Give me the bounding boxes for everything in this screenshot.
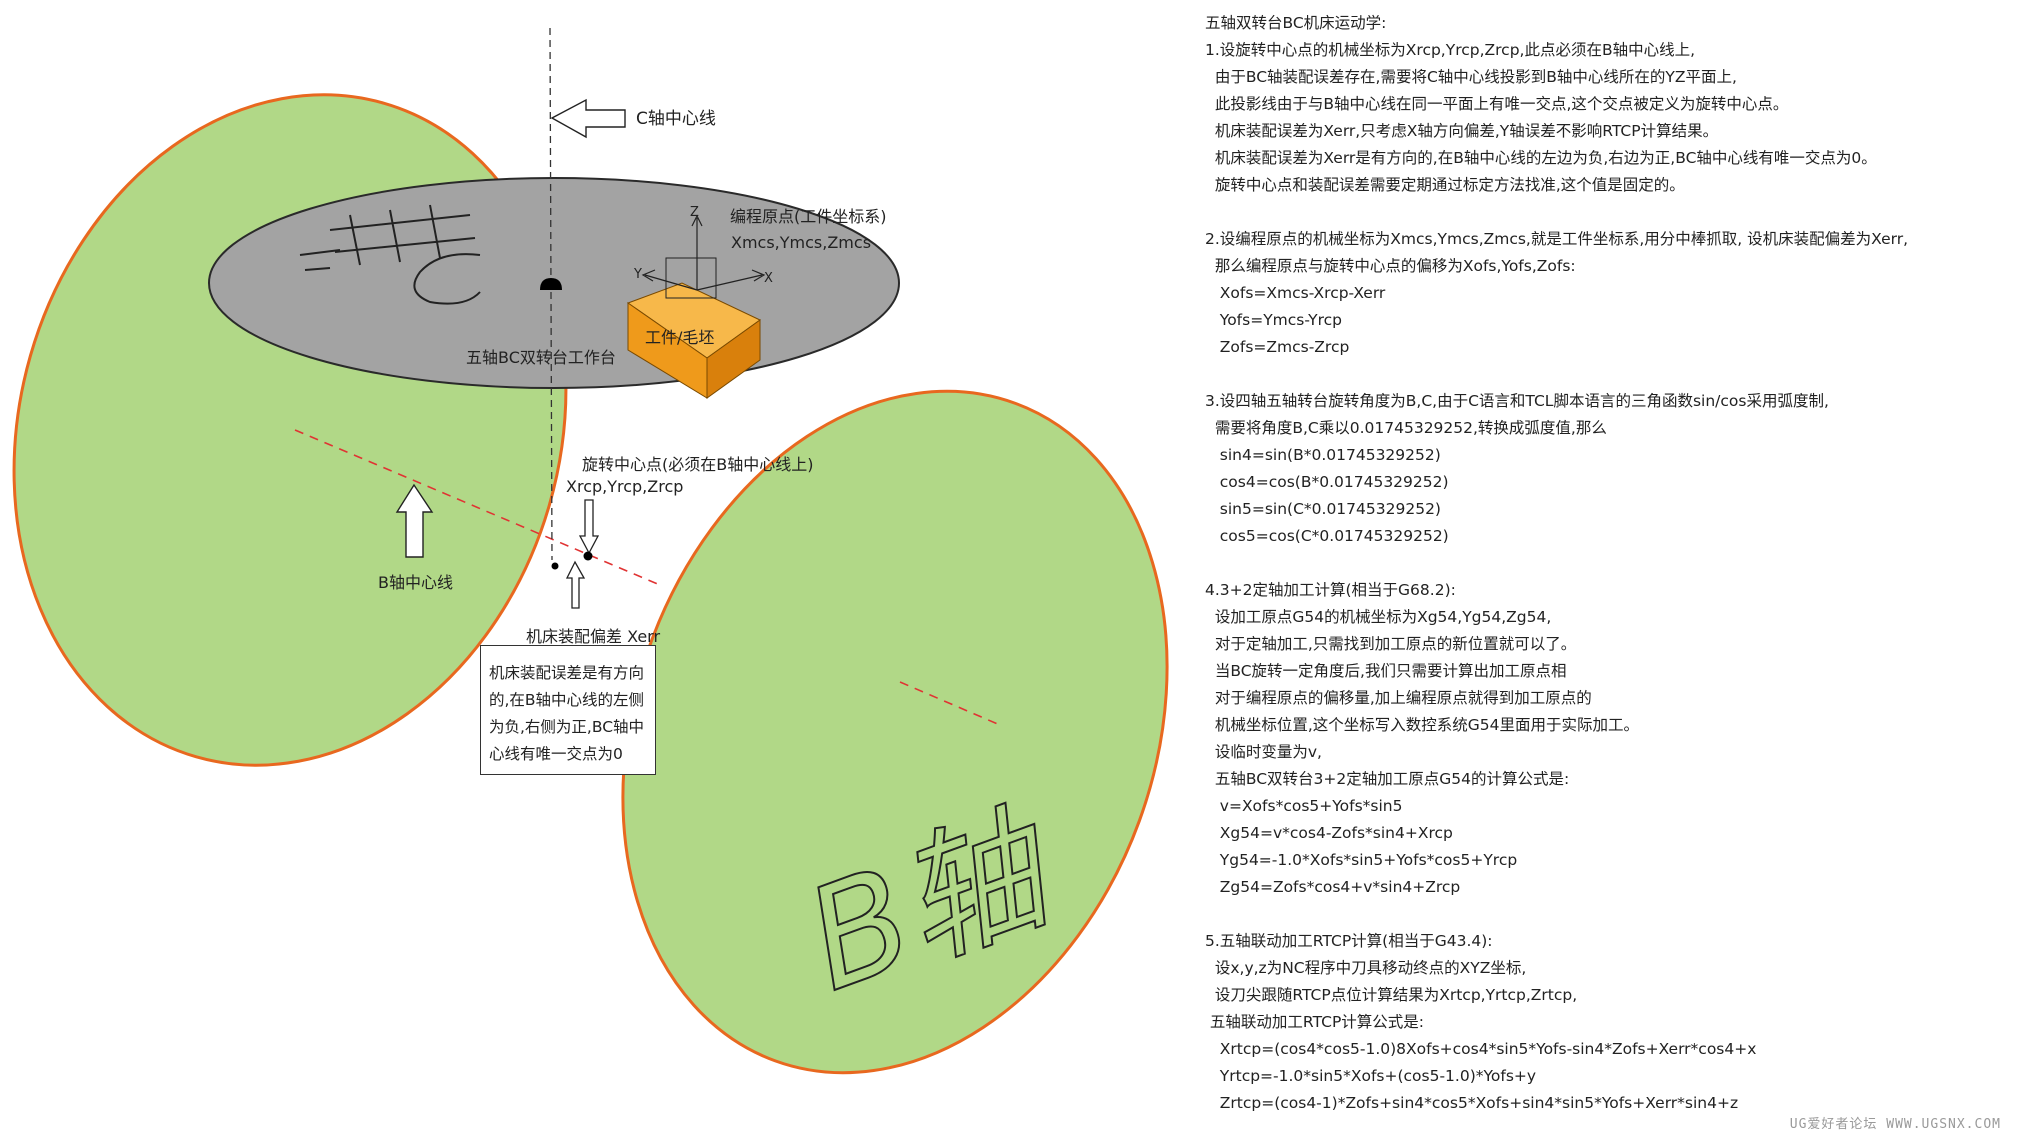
origin-coords-label: Xmcs,Ymcs,Zmcs xyxy=(731,233,871,252)
origin-title-label: 编程原点(工件坐标系) xyxy=(730,207,887,226)
text-line: 4.3+2定轴加工计算(相当于G68.2): xyxy=(1205,581,1456,599)
c-axis-label: C轴中心线 xyxy=(636,109,716,129)
text-line: sin4=sin(B*0.01745329252) xyxy=(1205,446,1441,464)
text-line: 设临时变量为v, xyxy=(1205,743,1322,761)
c-axis-outline-glyph xyxy=(299,204,481,305)
text-line: Xrtcp=(cos4*cos5-1.0)8Xofs+cos4*sin5*Yof… xyxy=(1205,1040,1757,1058)
b-axis-centerline-end xyxy=(899,681,1001,726)
text-line: 设加工原点G54的机械坐标为Xg54,Yg54,Zg54, xyxy=(1205,608,1552,626)
rotation-coords-label: Xrcp,Yrcp,Zrcp xyxy=(566,477,683,496)
text-line xyxy=(1205,901,2005,928)
text-line: 五轴双转台BC机床运动学: xyxy=(1205,14,1387,32)
c-axis-centerline xyxy=(549,27,553,561)
axis-x-label: X xyxy=(764,271,773,286)
text-line: Xg54=v*cos4-Zofs*sin4+Xrcp xyxy=(1205,824,1453,842)
text-line: 机床装配误差为Xerr,只考虑X轴方向偏差,Y轴误差不影响RTCP计算结果。 xyxy=(1205,122,1719,140)
text-line: 机械坐标位置,这个坐标写入数控系统G54里面用于实际加工。 xyxy=(1205,716,1640,734)
text-line: cos5=cos(C*0.01745329252) xyxy=(1205,527,1449,545)
c-axis-pointer-arrow xyxy=(550,98,626,139)
text-line: Zrtcp=(cos4-1)*Zofs+sin4*cos5*Xofs+sin4*… xyxy=(1205,1094,1739,1112)
c-axis-projection-point xyxy=(551,562,559,570)
text-line: 设x,y,z为NC程序中刀具移动终点的XYZ坐标, xyxy=(1205,959,1527,977)
text-line: 五轴联动加工RTCP计算公式是: xyxy=(1205,1013,1425,1031)
text-line: 当BC旋转一定角度后,我们只需要计算出加工原点相 xyxy=(1205,662,1567,680)
text-line: 对于定轴加工,只需找到加工原点的新位置就可以了。 xyxy=(1205,635,1577,653)
text-line: sin5=sin(C*0.01745329252) xyxy=(1205,500,1441,518)
text-line: Yrtcp=-1.0*sin5*Xofs+(cos5-1.0)*Yofs+y xyxy=(1205,1067,1537,1085)
rotation-center-arrow xyxy=(578,499,600,555)
workpiece-block xyxy=(626,282,761,399)
text-line: Zofs=Zmcs-Zrcp xyxy=(1205,338,1350,356)
table-label: 五轴BC双转台工作台 xyxy=(466,348,616,367)
kinematics-diagram: B轴 C轴中心线 编程原点(工件坐标系) Xmcs,Ymcs,Zmcs Z X … xyxy=(12,27,1169,1075)
text-line: 由于BC轴装配误差存在,需要将C轴中心线投影到B轴中心线所在的YZ平面上, xyxy=(1205,68,1737,86)
axis-y-label: Y xyxy=(633,267,642,282)
watermark: UG爱好者论坛 WWW.UGSNX.COM xyxy=(1789,1117,2001,1132)
note-line: 心线有唯一交点为0 xyxy=(489,745,623,763)
text-line: Yg54=-1.0*Xofs*sin5+Yofs*cos5+Yrcp xyxy=(1205,851,1518,869)
origin-axes xyxy=(641,214,766,299)
text-line: 设刀尖跟随RTCP点位计算结果为Xrtcp,Yrtcp,Zrtcp, xyxy=(1205,986,1578,1004)
note-line: 机床装配误差是有方向 xyxy=(489,664,645,682)
kinematics-text-panel: 五轴双转台BC机床运动学: 1.设旋转中心点的机械坐标为Xrcp,Yrcp,Zrc… xyxy=(1205,10,2005,1117)
text-line: Zg54=Zofs*cos4+v*sin4+Zrcp xyxy=(1205,878,1461,896)
text-line: Xofs=Xmcs-Xrcp-Xerr xyxy=(1205,284,1386,302)
text-line: 3.设四轴五轴转台旋转角度为B,C,由于C语言和TCL脚本语言的三角函数sin/… xyxy=(1205,392,1829,410)
text-line xyxy=(1205,199,2005,226)
text-line: 2.设编程原点的机械坐标为Xmcs,Ymcs,Zmcs,就是工件坐标系,用分中棒… xyxy=(1205,230,1909,248)
text-line: 对于编程原点的偏移量,加上编程原点就得到加工原点的 xyxy=(1205,689,1592,707)
text-line: 机床装配误差为Xerr是有方向的,在B轴中心线的左边为负,右边为正,BC轴中心线… xyxy=(1205,149,1877,167)
text-line: 5.五轴联动加工RTCP计算(相当于G43.4): xyxy=(1205,932,1493,950)
b-axis-disc-right xyxy=(621,389,1169,1075)
text-line: 旋转中心点和装配误差需要定期通过标定方法找准,这个值是固定的。 xyxy=(1205,176,1685,194)
rotation-center-point xyxy=(583,551,593,561)
b-axis-centerline xyxy=(294,429,661,586)
text-line: 此投影线由于与B轴中心线在同一平面上有唯一交点,这个交点被定义为旋转中心点。 xyxy=(1205,95,1789,113)
note-line: 的,在B轴中心线的左侧 xyxy=(489,691,645,709)
assembly-error-label: 机床装配偏差 Xerr xyxy=(526,627,660,646)
workpiece-label: 工件/毛坯 xyxy=(645,328,714,347)
note-line: 为负,右侧为正,BC轴中 xyxy=(489,718,645,736)
text-line xyxy=(1205,550,2005,577)
table-center-marker xyxy=(540,278,562,290)
assembly-error-arrow xyxy=(565,560,586,609)
assembly-error-note: 机床装配误差是有方向的,在B轴中心线的左侧为负,右侧为正,BC轴中心线有唯一交点… xyxy=(480,645,656,775)
text-line: 五轴BC双转台3+2定轴加工原点G54的计算公式是: xyxy=(1205,770,1570,788)
b-axis-pointer-arrow xyxy=(395,483,434,558)
rotation-center-label: 旋转中心点(必须在B轴中心线上) xyxy=(582,455,813,474)
text-line xyxy=(1205,361,2005,388)
text-line: 那么编程原点与旋转中心点的偏移为Xofs,Yofs,Zofs: xyxy=(1205,257,1576,275)
b-axis-centerline-label: B轴中心线 xyxy=(378,573,453,592)
text-line: 需要将角度B,C乘以0.01745329252,转换成弧度值,那么 xyxy=(1205,419,1607,437)
text-line: v=Xofs*cos5+Yofs*sin5 xyxy=(1205,797,1403,815)
text-line: cos4=cos(B*0.01745329252) xyxy=(1205,473,1449,491)
text-line: 1.设旋转中心点的机械坐标为Xrcp,Yrcp,Zrcp,此点必须在B轴中心线上… xyxy=(1205,41,1696,59)
axis-z-label: Z xyxy=(690,205,699,220)
text-line: Yofs=Ymcs-Yrcp xyxy=(1205,311,1342,329)
